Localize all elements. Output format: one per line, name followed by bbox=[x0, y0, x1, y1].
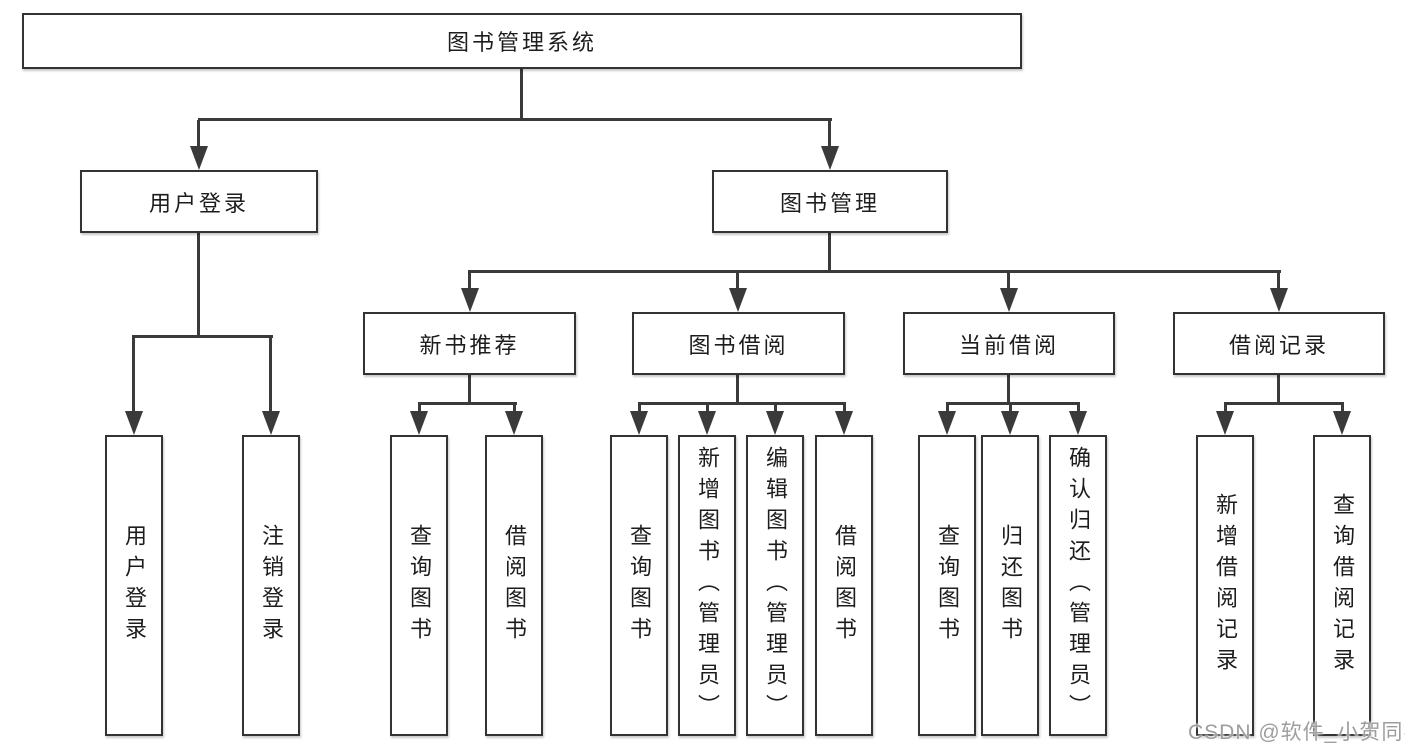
leaf-query-books-current: 查询图书 bbox=[918, 435, 976, 736]
leaf-query-books-recommend: 查询图书 bbox=[390, 435, 448, 736]
connector-line bbox=[1007, 375, 1010, 404]
connector-line bbox=[1007, 272, 1010, 290]
arrow-down-icon bbox=[262, 411, 280, 435]
connector-line bbox=[638, 404, 641, 413]
arrow-down-icon bbox=[461, 288, 479, 312]
connector-line bbox=[946, 404, 949, 413]
arrow-down-icon bbox=[1069, 411, 1087, 435]
node-label: 当前借阅 bbox=[958, 332, 1059, 358]
node-label: 借阅图书 bbox=[502, 523, 527, 648]
arrow-down-icon bbox=[1000, 288, 1018, 312]
connector-line bbox=[828, 233, 831, 273]
arrow-down-icon bbox=[698, 411, 716, 435]
node-book-management: 图书管理 bbox=[712, 170, 948, 233]
connector-line bbox=[1277, 375, 1280, 404]
node-user-login: 用户登录 bbox=[80, 170, 318, 233]
connector-line bbox=[638, 402, 846, 405]
node-label: 编辑图书（管理员） bbox=[763, 446, 788, 725]
node-label: 查询图书 bbox=[935, 523, 960, 648]
arrow-down-icon bbox=[630, 411, 648, 435]
node-label: 图书管理 bbox=[779, 190, 880, 216]
connector-line bbox=[468, 270, 1281, 273]
node-label: 图书借阅 bbox=[688, 332, 789, 358]
connector-line bbox=[736, 375, 739, 404]
connector-line bbox=[197, 120, 200, 148]
connector-line bbox=[269, 337, 272, 413]
node-label: 新增借阅记录 bbox=[1213, 492, 1238, 679]
connector-line bbox=[513, 404, 516, 413]
arrow-down-icon bbox=[1216, 411, 1234, 435]
node-label: 归还图书 bbox=[998, 523, 1023, 648]
connector-line bbox=[843, 404, 846, 413]
connector-line bbox=[1277, 272, 1280, 290]
connector-line bbox=[1341, 404, 1344, 413]
connector-line bbox=[132, 335, 273, 338]
connector-line bbox=[132, 337, 135, 413]
node-borrowing-records: 借阅记录 bbox=[1173, 312, 1385, 375]
arrow-down-icon bbox=[729, 288, 747, 312]
leaf-borrow-books-borrowing: 借阅图书 bbox=[815, 435, 873, 736]
arrow-down-icon bbox=[835, 411, 853, 435]
connector-line bbox=[468, 272, 471, 290]
node-label: 查询图书 bbox=[407, 523, 432, 648]
connector-line bbox=[198, 118, 832, 121]
connector-line bbox=[828, 120, 831, 148]
connector-line bbox=[1009, 404, 1012, 413]
arrow-down-icon bbox=[1270, 288, 1288, 312]
node-label: 查询借阅记录 bbox=[1330, 492, 1355, 679]
node-label: 借阅记录 bbox=[1228, 332, 1329, 358]
node-label: 借阅图书 bbox=[832, 523, 857, 648]
arrow-down-icon bbox=[821, 146, 839, 170]
node-new-book-recommend: 新书推荐 bbox=[363, 312, 576, 375]
node-label: 注销登录 bbox=[259, 523, 284, 648]
leaf-query-books-borrowing: 查询图书 bbox=[610, 435, 668, 736]
connector-line bbox=[520, 69, 523, 119]
leaf-confirm-return-admin: 确认归还（管理员） bbox=[1049, 435, 1107, 736]
node-library-system: 图书管理系统 bbox=[22, 13, 1022, 69]
node-label: 新书推荐 bbox=[419, 332, 520, 358]
connector-line bbox=[706, 404, 709, 413]
leaf-add-book-admin: 新增图书（管理员） bbox=[678, 435, 736, 736]
node-label: 新增图书（管理员） bbox=[695, 446, 720, 725]
connector-line bbox=[468, 375, 471, 404]
node-book-borrowing: 图书借阅 bbox=[632, 312, 845, 375]
arrow-down-icon bbox=[190, 146, 208, 170]
arrow-down-icon bbox=[410, 411, 428, 435]
connector-line bbox=[418, 402, 517, 405]
node-label: 确认归还（管理员） bbox=[1066, 446, 1091, 725]
arrow-down-icon bbox=[125, 411, 143, 435]
connector-line bbox=[1224, 404, 1227, 413]
connector-line bbox=[418, 404, 421, 413]
connector-line bbox=[946, 402, 1080, 405]
leaf-edit-book-admin: 编辑图书（管理员） bbox=[746, 435, 804, 736]
csdn-watermark: CSDN @软件_小贺同学 bbox=[1188, 721, 1405, 744]
connector-line bbox=[197, 233, 200, 337]
node-label: 用户登录 bbox=[122, 523, 147, 648]
connector-line bbox=[774, 404, 777, 413]
leaf-add-borrow-record: 新增借阅记录 bbox=[1196, 435, 1254, 736]
node-current-borrowing: 当前借阅 bbox=[903, 312, 1115, 375]
leaf-return-book: 归还图书 bbox=[981, 435, 1039, 736]
connector-line bbox=[1077, 404, 1080, 413]
arrow-down-icon bbox=[505, 411, 523, 435]
node-label: 用户登录 bbox=[148, 190, 249, 216]
connector-line bbox=[736, 272, 739, 290]
arrow-down-icon bbox=[1001, 411, 1019, 435]
node-label: 查询图书 bbox=[627, 523, 652, 648]
leaf-borrow-books-recommend: 借阅图书 bbox=[485, 435, 543, 736]
leaf-logout: 注销登录 bbox=[242, 435, 300, 736]
connector-line bbox=[1224, 402, 1344, 405]
arrow-down-icon bbox=[766, 411, 784, 435]
arrow-down-icon bbox=[938, 411, 956, 435]
leaf-user-login: 用户登录 bbox=[105, 435, 163, 736]
node-label: 图书管理系统 bbox=[446, 30, 597, 55]
leaf-query-borrow-record: 查询借阅记录 bbox=[1313, 435, 1371, 736]
arrow-down-icon bbox=[1333, 411, 1351, 435]
